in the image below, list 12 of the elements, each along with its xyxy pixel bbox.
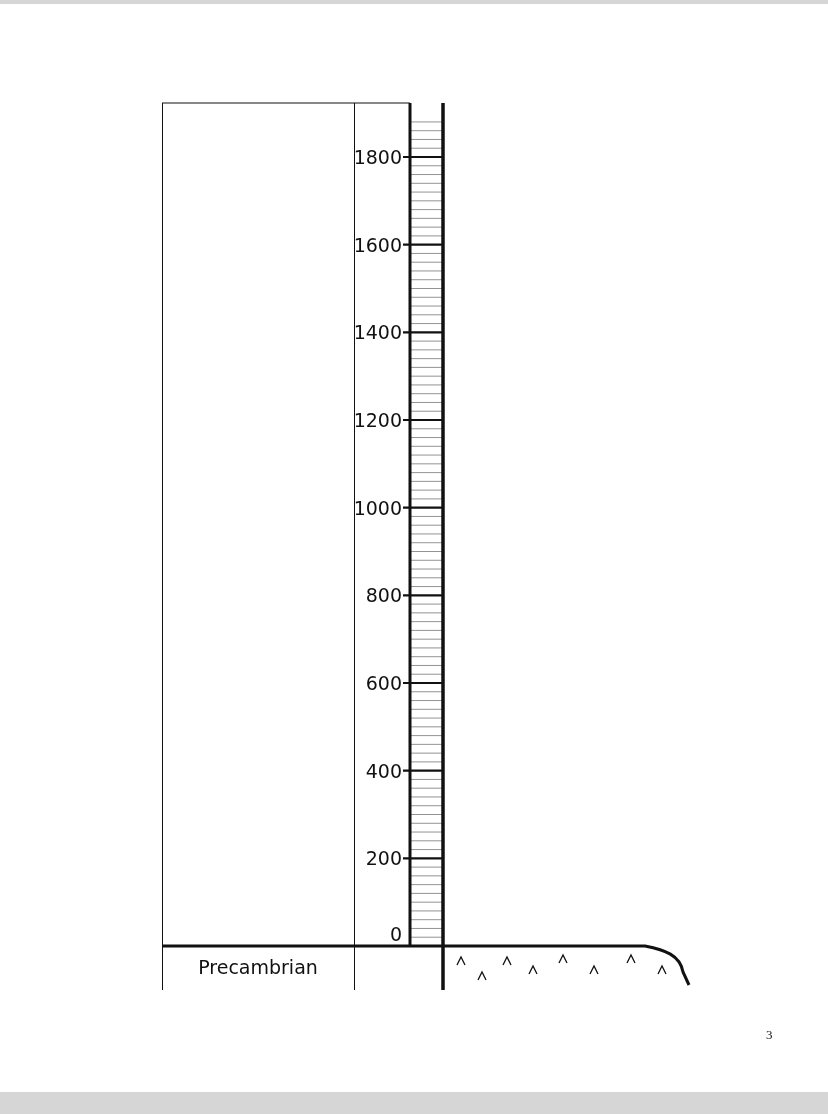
scale-value: 1200: [353, 409, 402, 431]
page-number: 3: [766, 1026, 773, 1044]
scale-value: 1800: [353, 146, 402, 168]
scale-value: 200: [365, 847, 402, 870]
era-label: Precambrian: [197, 956, 319, 978]
scale-value: 1400: [353, 321, 402, 344]
scale-value: 800: [365, 584, 402, 607]
scale-value: 1600: [353, 233, 402, 256]
scale-value: 1000: [353, 496, 402, 519]
scale-value: 600: [365, 672, 402, 694]
scale-value: 400: [365, 759, 402, 782]
scale-value: 0: [389, 923, 402, 945]
